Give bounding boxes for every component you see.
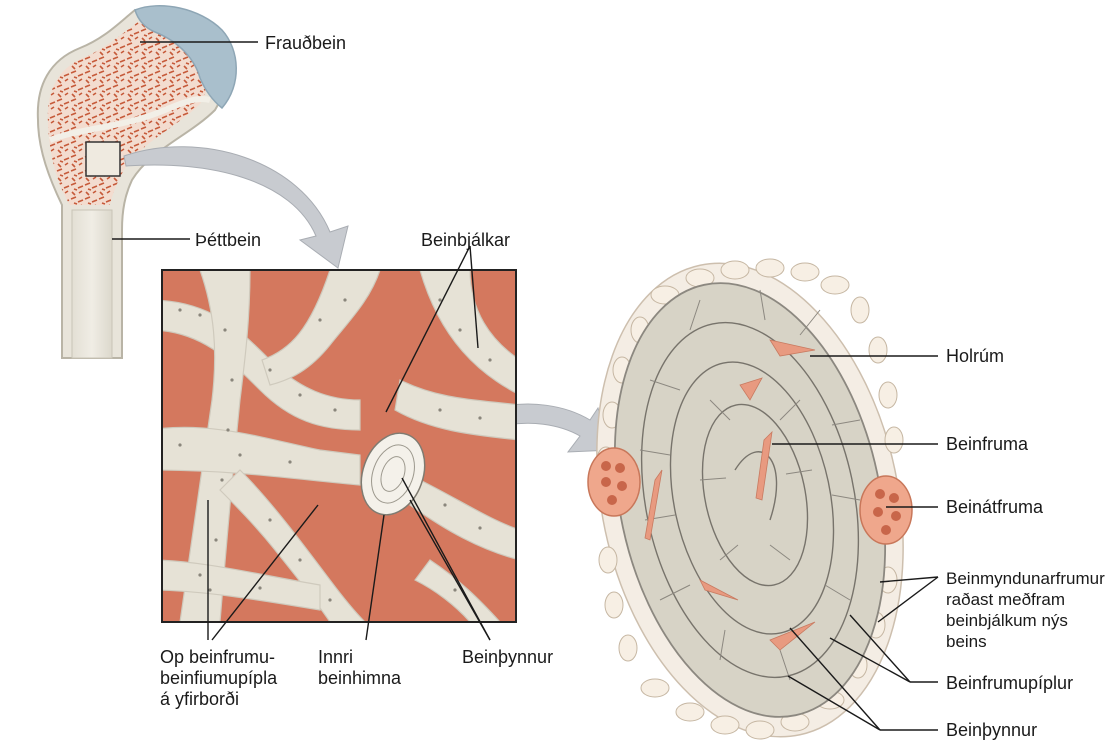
label-lamellae-mid: Beinþynnur bbox=[462, 647, 554, 667]
label-osteoclast: Beinátfruma bbox=[946, 497, 1044, 517]
osteoclast-left bbox=[587, 447, 641, 517]
osteoclast-right bbox=[859, 475, 913, 545]
label-canaliculi-openings: Op beinfrumu- beinfiumupípla á yfirborði bbox=[160, 647, 278, 709]
label-lamellae-right: Beinþynnur bbox=[946, 720, 1038, 740]
leader-lines bbox=[112, 41, 939, 731]
label-endosteum: Innri beinhimna bbox=[318, 647, 402, 688]
medullary-cavity bbox=[71, 209, 113, 359]
canaliculi-openings-dots bbox=[178, 298, 492, 602]
label-osteoblasts: Beinmyndunarfrumur raðast meðfram beinbj… bbox=[946, 569, 1105, 651]
label-spongy-bone: Frauðbein bbox=[265, 33, 347, 53]
zoom-region-box bbox=[85, 141, 121, 177]
trabecula-cross-section bbox=[360, 432, 426, 516]
label-trabeculae: Beinbjálkar bbox=[421, 230, 511, 250]
label-osteocyte: Beinfruma bbox=[946, 434, 1029, 454]
canaliculi-cracks bbox=[639, 289, 861, 681]
lacunae bbox=[644, 339, 816, 651]
bone-matrix bbox=[613, 282, 887, 718]
trabecular-box bbox=[161, 269, 517, 623]
label-space: Holrúm bbox=[946, 346, 1005, 366]
label-compact-bone: Þéttbein bbox=[195, 230, 262, 250]
growth-plate-line bbox=[48, 96, 211, 143]
trabecula-detail bbox=[587, 258, 913, 740]
zoom-arrow-1 bbox=[123, 146, 349, 269]
femur-illustration bbox=[36, 5, 237, 359]
articular-cartilage bbox=[134, 5, 237, 110]
label-canaliculi: Beinfrumupíplur bbox=[946, 673, 1074, 693]
